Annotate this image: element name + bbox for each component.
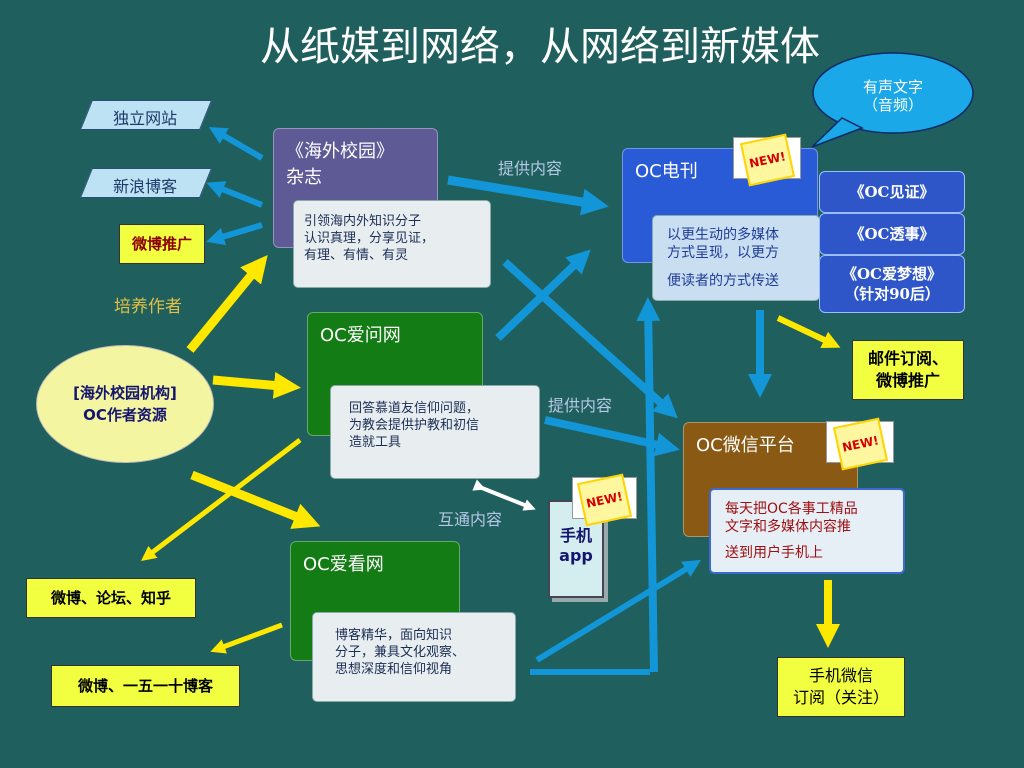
cultivate-authors-label: 培养作者 <box>114 297 182 317</box>
new-badge-ezine: NEW! <box>733 133 801 187</box>
oc-wechat-desc-3: 送到用户手机上 <box>725 545 823 561</box>
independent-site-label: 独立网站 <box>113 109 178 128</box>
oc-ezine-title: OC电刊 <box>635 161 698 182</box>
oc-aikan-desc: 博客精华，面向知识 分子，兼具文化观察、 思想深度和信仰视角 <box>312 612 516 702</box>
sina-blog-label: 新浪博客 <box>113 177 178 196</box>
arrow-source-to-magazine <box>186 255 268 353</box>
new-badge-wechat: NEW! <box>826 417 894 471</box>
magazine-desc: 引领海内外知识分子 认识真理，分享见证， 有理、有情、有灵 <box>293 200 491 288</box>
mobile-subscribe-line-2: 订阅（关注） <box>792 688 889 707</box>
arrow-to-weibo-blog <box>210 622 283 654</box>
oc-aiwen-desc: 回答慕道友信仰问题， 为教会提供护教和初信 造就工具 <box>330 385 540 479</box>
oc-ezine-desc-3: 便读者的方式传送 <box>667 273 779 289</box>
audio-bubble-line-2: （音频） <box>862 96 923 114</box>
provide-content-label-mid: 提供内容 <box>548 396 613 415</box>
new-badge-wechat-text: NEW! <box>832 417 888 471</box>
arrow-source-to-aikan <box>190 470 321 529</box>
audio-bubble-line-1: 有声文字 <box>862 78 923 96</box>
interconnect-label: 互通内容 <box>438 510 503 529</box>
oc-witness-box: 《OC见证》 <box>819 171 965 213</box>
email-weibo-line-2: 微博推广 <box>875 371 940 390</box>
arrow-aikan-to-wechat <box>535 559 702 663</box>
arrow-to-independent-site <box>208 126 264 161</box>
oc-ezine-desc: 以更生动的多媒体 方式呈现，以更方 便读者的方式传送 <box>652 215 820 301</box>
oc-wechat-desc-1: 每天把OC各事工精品 <box>725 501 858 517</box>
arrow-to-sina-blog <box>206 181 264 208</box>
arrow-magazine-to-wechat <box>502 259 678 419</box>
weibo-forum-box: 微博、论坛、知乎 <box>26 578 196 618</box>
oc-wechat-desc: 每天把OC各事工精品 文字和多媒体内容推 送到用户手机上 <box>709 488 905 574</box>
oc-aiwen-desc-3: 造就工具 <box>349 435 402 450</box>
oc-aiwen-desc-1: 回答慕道友信仰问题， <box>349 401 480 416</box>
arrow-to-email-weibo <box>776 315 841 348</box>
oc-aikan-title: OC爱看网 <box>303 554 384 575</box>
independent-site-box: 独立网站 <box>79 100 213 130</box>
arrow-to-weibo-promo <box>206 222 263 246</box>
sina-blog-box: 新浪博客 <box>79 168 213 198</box>
oc-aiwen-title: OC爱问网 <box>320 325 401 346</box>
oc-ezine-desc-2: 方式呈现，以更方 <box>667 245 779 261</box>
oc-aikan-desc-1: 博客精华，面向知识 <box>335 628 453 643</box>
oc-aikan-desc-2: 分子，兼具文化观察、 <box>335 645 466 660</box>
mobile-subscribe-line-1: 手机微信 <box>808 666 873 685</box>
oc-wechat-desc-2: 文字和多媒体内容推 <box>725 519 851 535</box>
phone-app-line-2: app <box>559 546 593 565</box>
weibo-blog-box: 微博、一五一十博客 <box>51 665 240 707</box>
magazine-desc-3: 有理、有情、有灵 <box>304 248 409 263</box>
source-line-1: [海外校园机构] <box>73 384 177 402</box>
new-badge-ezine-text: NEW! <box>739 133 795 187</box>
magazine-title-1: 《海外校园》 <box>286 141 394 162</box>
arrow-aiwen-to-ezine <box>495 249 591 341</box>
arrow-source-to-aiwen <box>212 371 301 399</box>
magazine-desc-2: 认识真理，分享见证， <box>304 231 435 246</box>
audio-bubble-text: 有声文字 （音频） <box>815 78 971 114</box>
email-weibo-box: 邮件订阅、 微博推广 <box>852 340 964 400</box>
audio-bubble-tail <box>811 117 864 148</box>
oc-insight-box: 《OC透事》 <box>819 213 965 255</box>
new-badge-app-text: NEW! <box>576 473 633 527</box>
magazine-desc-1: 引领海内外知识分子 <box>304 214 422 229</box>
arrow-interconnect <box>472 479 536 511</box>
arrow-to-weibo-forum <box>141 438 302 562</box>
new-badge-app: NEW! <box>572 473 637 527</box>
oc-dream-note: （针对90后） <box>844 285 940 303</box>
oc-aiwen-desc-2: 为教会提供护教和初信 <box>349 418 480 433</box>
audio-bubble <box>812 52 974 134</box>
phone-app-line-1: 手机 <box>559 526 592 545</box>
oc-ezine-desc-1: 以更生动的多媒体 <box>667 227 779 243</box>
oc-aikan-desc-3: 思想深度和信仰视角 <box>335 662 453 677</box>
provide-content-label-top: 提供内容 <box>498 159 563 178</box>
oc-wechat-title: OC微信平台 <box>696 435 795 456</box>
magazine-title-2: 杂志 <box>286 167 322 188</box>
oc-dream-box: 《OC爱梦想》 （针对90后） <box>819 255 965 313</box>
author-source-ellipse: [海外校园机构] OC作者资源 <box>36 345 214 463</box>
weibo-promo-box: 微博推广 <box>119 224 205 264</box>
arrow-magazine-to-ezine <box>447 175 609 216</box>
mobile-subscribe-box: 手机微信 订阅（关注） <box>777 657 905 717</box>
arrow-up-to-ezine <box>636 297 661 673</box>
email-weibo-line-1: 邮件订阅、 <box>867 349 948 368</box>
page-title: 从纸媒到网络，从网络到新媒体 <box>260 24 820 70</box>
source-line-2: OC作者资源 <box>83 406 167 424</box>
oc-dream-title: 《OC爱梦想》 <box>841 265 942 283</box>
